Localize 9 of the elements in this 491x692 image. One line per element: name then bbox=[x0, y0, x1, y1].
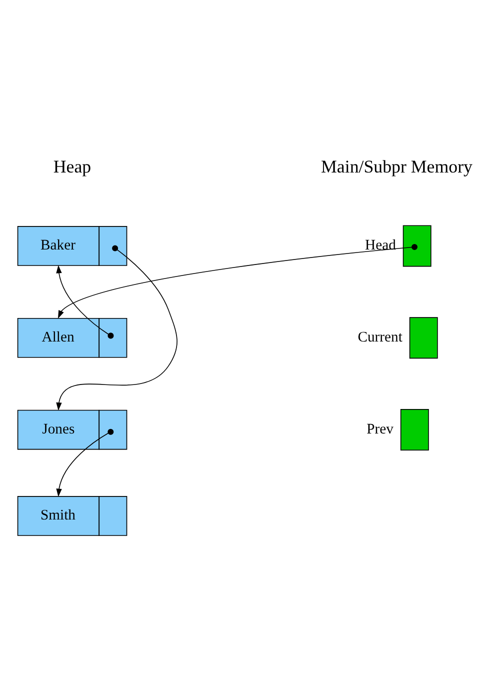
node-label: Head bbox=[365, 238, 396, 254]
arrow bbox=[56, 265, 114, 339]
arrow bbox=[58, 244, 418, 319]
node-label: Prev bbox=[366, 421, 394, 438]
label: Heap bbox=[53, 156, 92, 176]
label: Main/Subpr Memory bbox=[321, 156, 472, 176]
node-label: Current bbox=[358, 329, 402, 346]
arrow bbox=[56, 428, 114, 497]
arrow bbox=[56, 245, 178, 411]
